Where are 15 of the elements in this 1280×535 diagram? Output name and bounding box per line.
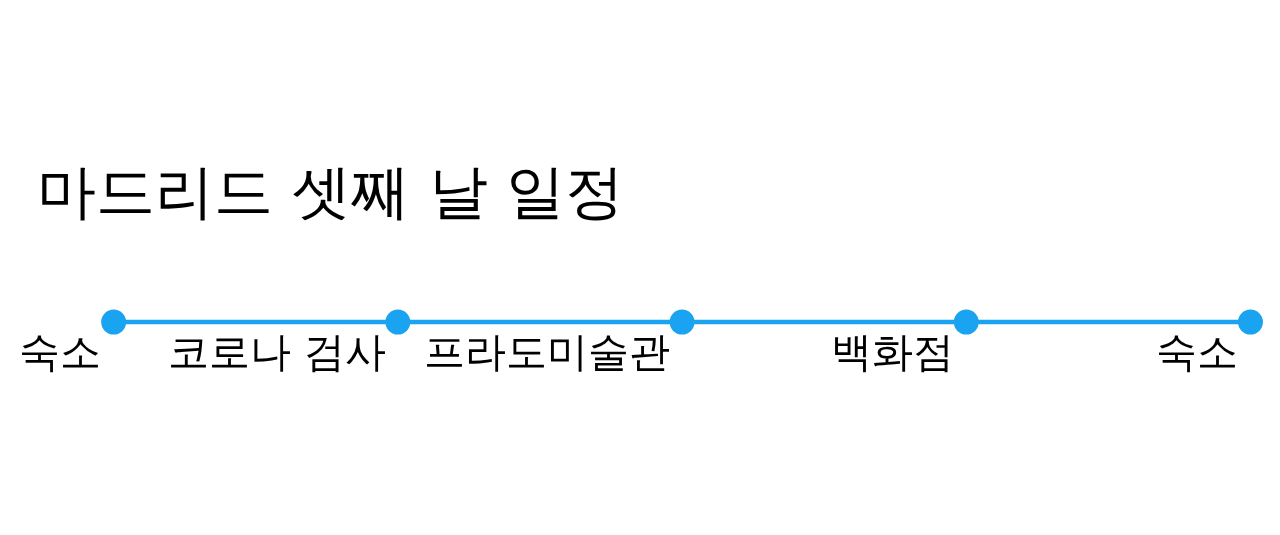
node-circle [1237, 309, 1263, 335]
node-label: 프라도미술관 [423, 328, 670, 377]
connector [977, 319, 1239, 325]
node-circle [669, 309, 695, 335]
node-label: 백화점 [830, 328, 954, 377]
node-circle [385, 309, 411, 335]
node-label: 코로나 검사 [168, 328, 387, 377]
diagram-title: 마드리드 셋째 날 일정 [37, 157, 625, 227]
node-circle [101, 309, 127, 335]
connector [409, 319, 671, 325]
node-label: 숙소 [1156, 328, 1239, 377]
connector [125, 319, 386, 325]
connector [693, 319, 955, 325]
node-circle [953, 309, 979, 335]
node-label: 숙소 [19, 328, 102, 377]
